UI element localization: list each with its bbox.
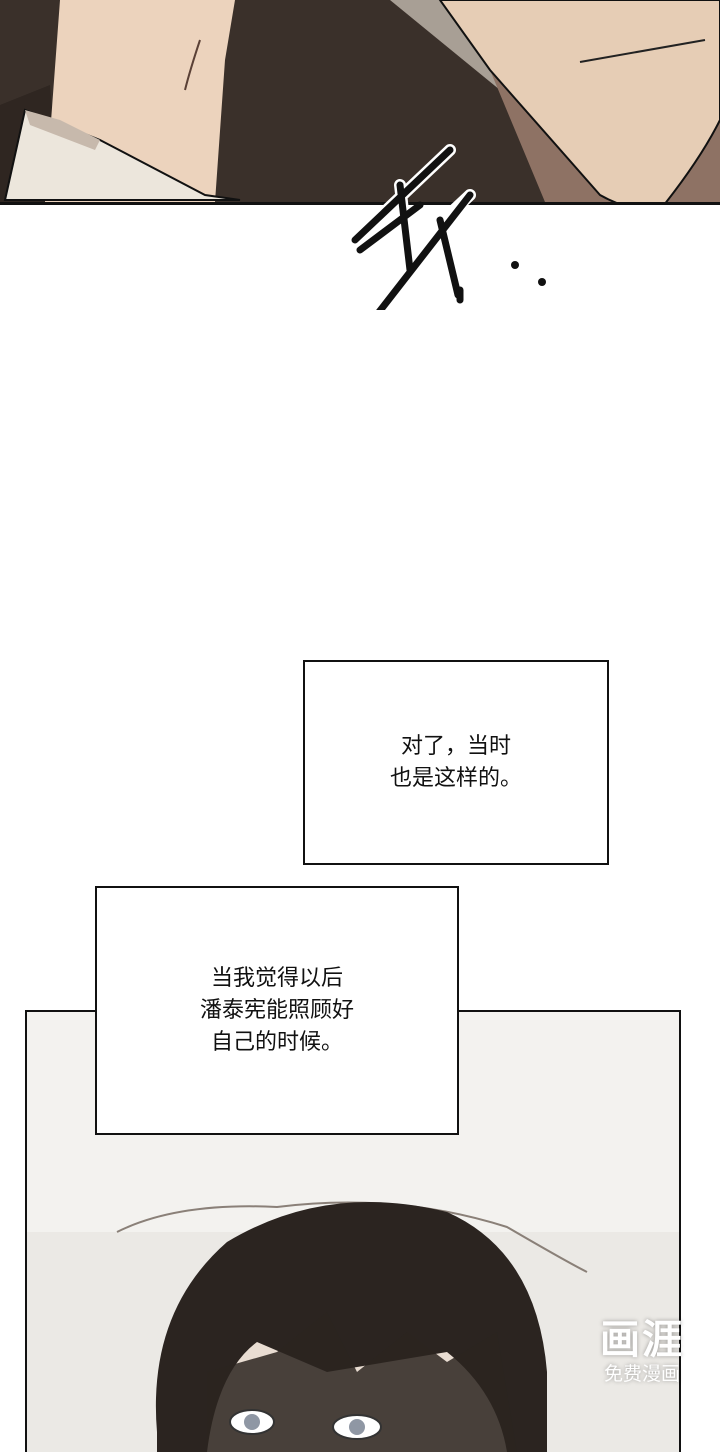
panel-hand-closeup	[0, 0, 720, 205]
watermark-tagline: 免费漫画	[603, 1363, 680, 1385]
caption-box-2: 当我觉得以后 潘泰宪能照顾好 自己的时候。	[95, 886, 459, 1135]
hand-closeup-art	[0, 0, 720, 202]
sfx-scribble	[349, 144, 546, 310]
watermark: 画涯 免费漫画	[600, 1318, 684, 1386]
watermark-logo: 画涯	[600, 1317, 684, 1363]
caption-box-1: 对了，当时 也是这样的。	[303, 660, 609, 865]
